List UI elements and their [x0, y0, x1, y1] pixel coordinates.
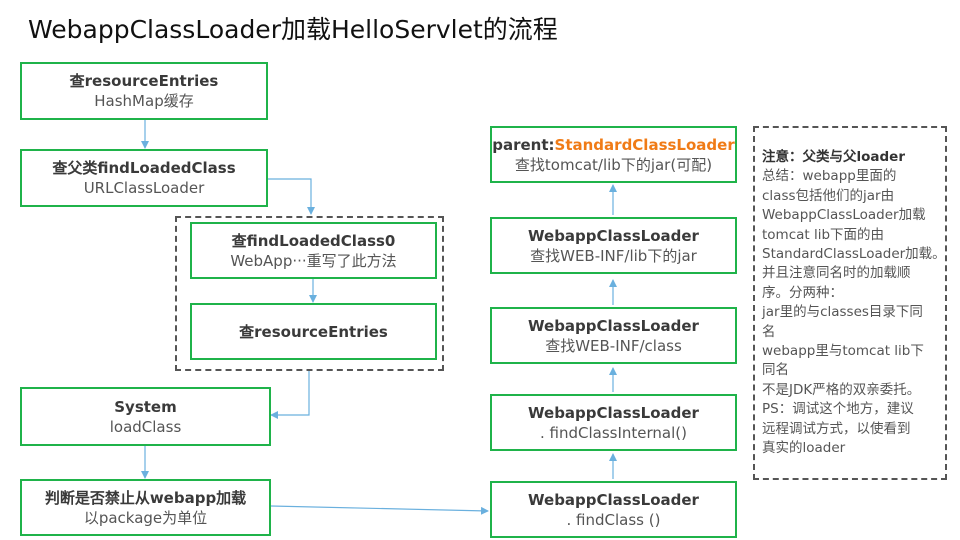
standard-classloader-name: StandardClassLoader	[554, 135, 735, 154]
resource-entries-desc: HashMap缓存	[94, 92, 194, 110]
find-loaded-class-label: 查父类findLoadedClass	[52, 159, 236, 177]
note-line: 总结：webapp里面的	[762, 168, 897, 185]
note-line: 序。分两种：	[762, 284, 843, 301]
webapp-override-group	[175, 216, 444, 371]
resource-entries-inner-box: 查resourceEntries	[190, 303, 437, 360]
note-line: 真实的loader	[762, 440, 846, 457]
forbid-check-desc: 以package为单位	[83, 508, 208, 527]
note-line: 不是JDK严格的双亲委托。	[762, 381, 921, 398]
arrow-forbid-to-findclass	[270, 505, 489, 515]
system-label: System	[114, 397, 177, 416]
find-class-internal-label: WebappClassLoader	[528, 403, 699, 422]
arrow-parentfind-to-dashed	[268, 178, 315, 215]
parent-standard-loader-box: parent:StandardClassLoader 查找tomcat/lib下…	[490, 126, 737, 183]
webinf-lib-label: WebappClassLoader	[528, 226, 699, 245]
webinf-lib-desc: 查找WEB-INF/lib下的jar	[530, 246, 697, 265]
note-frame	[753, 126, 947, 480]
webinf-class-label: WebappClassLoader	[528, 316, 699, 335]
parent-standard-loader-desc: 查找tomcat/lib下的jar(可配)	[514, 155, 713, 174]
forbid-check-label: 判断是否禁止从webapp加载	[44, 488, 247, 507]
find-class-desc: . findClass ()	[566, 510, 661, 529]
note-line: 并且注意同名时的加载顺	[762, 265, 911, 282]
find-loaded-class0-desc: WebApp···重写了此方法	[230, 251, 397, 270]
find-loaded-class-desc: URLClassLoader	[83, 179, 205, 197]
find-class-internal-box: WebappClassLoader . findClassInternal()	[490, 394, 737, 451]
note-line: tomcat lib下面的由	[762, 226, 885, 243]
note-text: 注意：父类与父loader 总结：webapp里面的 class包括他们的jar…	[762, 148, 946, 459]
find-class-label: WebappClassLoader	[528, 490, 699, 509]
webinf-class-box: WebappClassLoader 查找WEB-INF/class	[490, 307, 737, 364]
find-class-box: WebappClassLoader . findClass ()	[490, 481, 737, 538]
note-line: PS：调试这个地方，建议	[762, 401, 914, 418]
parent-prefix: parent:	[492, 135, 555, 154]
resource-entries-inner-label: 查resourceEntries	[239, 322, 388, 341]
note-line: jar里的与classes目录下同	[762, 304, 923, 321]
note-line: 远程调试方式，以使看到	[762, 420, 911, 437]
find-loaded-class0-label: 查findLoadedClass0	[231, 231, 396, 250]
note-line: 名	[762, 323, 776, 340]
resource-entries-box: 查resourceEntries HashMap缓存	[20, 62, 268, 120]
page-title: WebappClassLoader加载HelloServlet的流程	[28, 15, 558, 44]
webinf-lib-box: WebappClassLoader 查找WEB-INF/lib下的jar	[490, 217, 737, 274]
note-line: webapp里与tomcat lib下	[762, 343, 924, 360]
note-line: 同名	[762, 362, 789, 379]
loadclass-label: loadClass	[109, 417, 182, 436]
note-line: WebappClassLoader加载	[762, 207, 926, 224]
note-line: StandardClassLoader加载。	[762, 246, 946, 263]
note-heading: 注意：父类与父loader	[762, 149, 905, 165]
find-loaded-class0-box: 查findLoadedClass0 WebApp···重写了此方法	[190, 222, 437, 279]
find-class-internal-desc: . findClassInternal()	[540, 423, 687, 442]
find-loaded-class-box: 查父类findLoadedClass URLClassLoader	[20, 149, 268, 207]
resource-entries-label: 查resourceEntries	[69, 72, 219, 90]
arrow-dashed-to-system	[270, 371, 310, 419]
forbid-check-box: 判断是否禁止从webapp加载 以package为单位	[20, 479, 271, 536]
webinf-class-desc: 查找WEB-INF/class	[545, 336, 682, 355]
note-line: class包括他们的jar由	[762, 187, 895, 204]
system-loadclass-box: System loadClass	[20, 387, 271, 446]
parent-standard-loader-label: parent:StandardClassLoader	[492, 135, 734, 155]
